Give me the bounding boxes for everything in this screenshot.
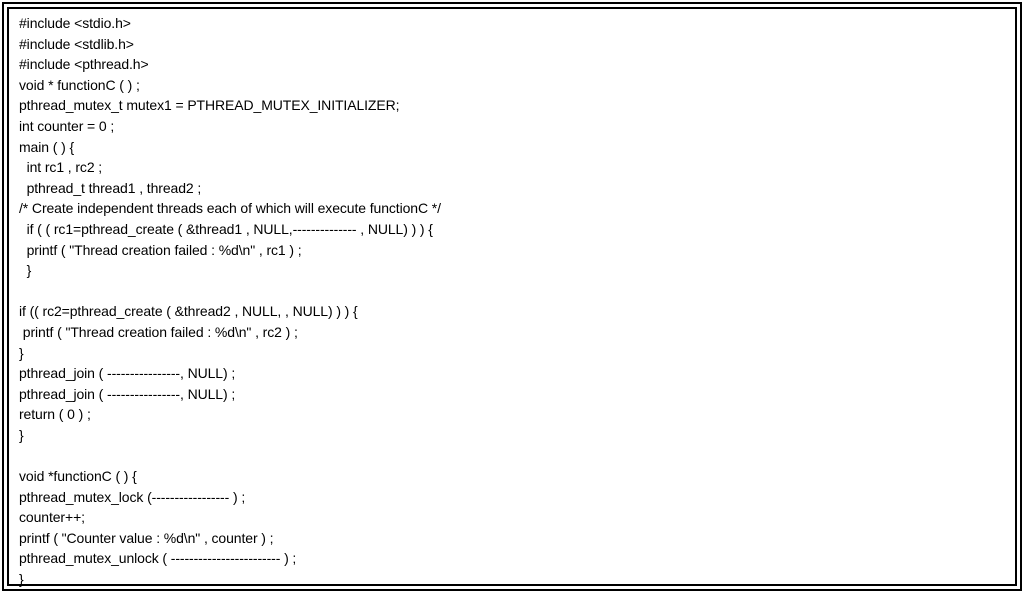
code-line-join-2: pthread_join ( ----------------, NULL) ; [19,385,236,402]
code-line-mutex-lock: pthread_mutex_lock (----------------- ) … [19,488,246,505]
code-line-counter-increment: counter++; [19,509,85,526]
code-line-main-close: } [19,426,24,443]
code-block: #include <stdio.h> #include <stdlib.h> #… [19,13,1005,590]
code-line-counter-declaration: int counter = 0 ; [19,117,115,134]
code-line-rc-declaration: int rc1 , rc2 ; [19,159,103,176]
code-line-join-1: pthread_join ( ----------------, NULL) ; [19,365,236,382]
code-line-printf-rc2: printf ( "Thread creation failed : %d\n"… [19,323,298,340]
code-line-include-stdlib: #include <stdlib.h> [19,35,134,52]
code-line-functionc-prototype: void * functionC ( ) ; [19,76,140,93]
code-line-mutex-unlock: pthread_mutex_unlock ( -----------------… [19,550,297,567]
code-line-printf-counter: printf ( "Counter value : %d\n" , counte… [19,529,274,546]
code-line-create-thread2: if (( rc2=pthread_create ( &thread2 , NU… [19,303,358,320]
code-line-include-pthread: #include <pthread.h> [19,56,149,73]
code-line-thread-declaration: pthread_t thread1 , thread2 ; [19,179,202,196]
inner-border: #include <stdio.h> #include <stdlib.h> #… [7,7,1017,587]
code-line-functionc-open: void *functionC ( ) { [19,468,137,485]
code-line-return: return ( 0 ) ; [19,406,91,423]
code-line-comment: /* Create independent threads each of wh… [19,200,441,217]
code-line-close-if2: } [19,344,24,361]
code-line-blank-1 [19,281,1005,302]
code-line-mutex-declaration: pthread_mutex_t mutex1 = PTHREAD_MUTEX_I… [19,97,400,114]
code-line-close-if1: } [19,262,32,279]
code-line-main-open: main ( ) { [19,138,75,155]
code-line-functionc-close: } [19,571,24,588]
code-line-create-thread1: if ( ( rc1=pthread_create ( &thread1 , N… [19,220,433,237]
code-line-blank-2 [19,445,1005,466]
code-line-include-stdio: #include <stdio.h> [19,15,131,31]
code-line-printf-rc1: printf ( "Thread creation failed : %d\n"… [19,241,302,258]
